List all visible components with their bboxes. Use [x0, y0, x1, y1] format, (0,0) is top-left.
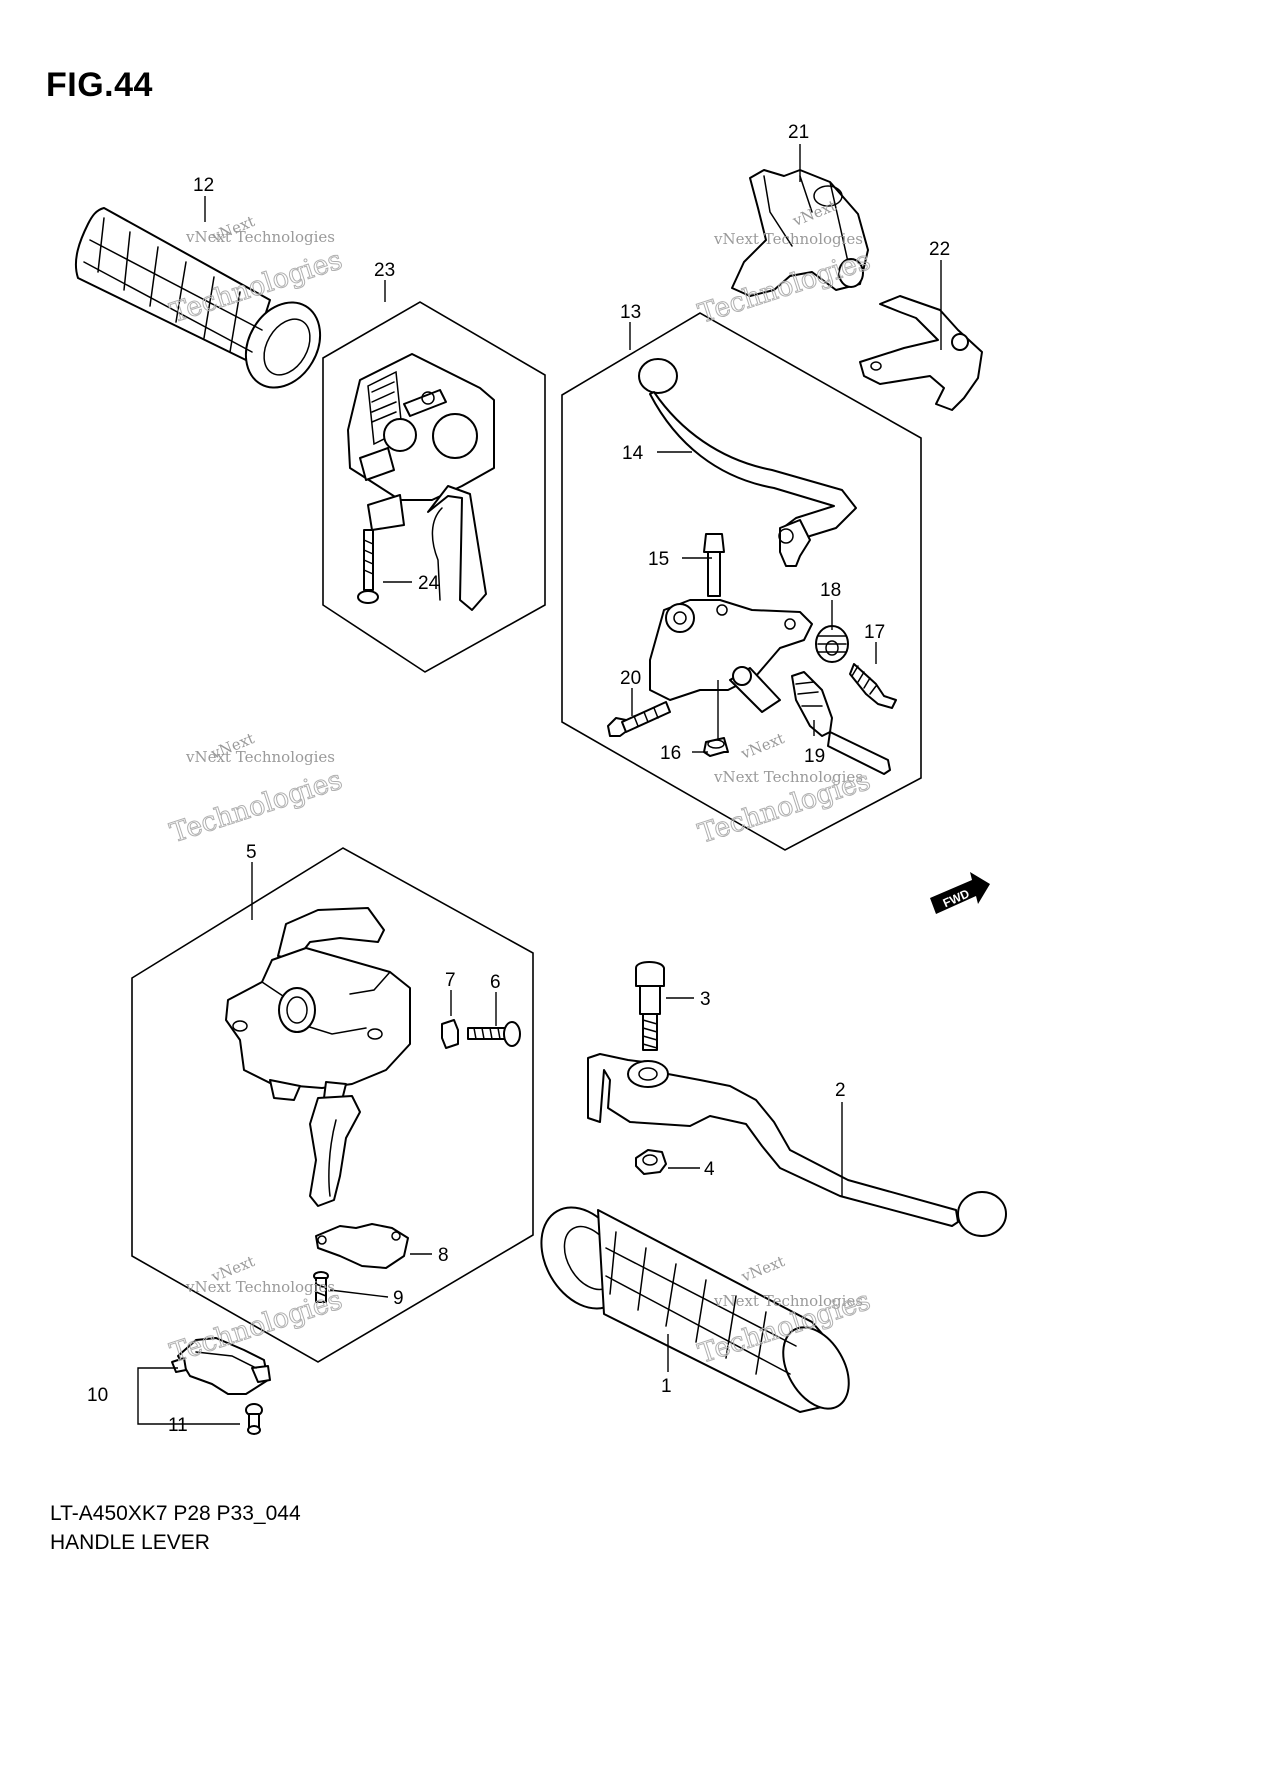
- callout-11: 11: [168, 1415, 188, 1436]
- callout-15: 15: [648, 549, 669, 570]
- figure-name: HANDLE LEVER: [50, 1531, 210, 1554]
- cable-switch-part-19: [791, 671, 891, 775]
- figure-title: FIG.44: [46, 66, 153, 104]
- lever-holder-part-13: [649, 599, 813, 713]
- watermark-small-text: vNext Technologies: [185, 1278, 335, 1296]
- nut-part-4: [635, 1149, 667, 1175]
- lever-cover-part-21: [731, 169, 869, 297]
- callout-9: 9: [393, 1288, 404, 1309]
- callout-13: 13: [620, 302, 641, 323]
- watermark-middle-left: vNext vNext Technologies Technologies: [166, 729, 347, 849]
- callout-7: 7: [445, 970, 456, 991]
- watermark-top-text: vNext: [738, 1252, 787, 1286]
- throttle-housing-part-5: [225, 907, 411, 1207]
- nut-part-7: [441, 1019, 459, 1049]
- callout-14: 14: [622, 443, 644, 464]
- grip-right-part-1: [540, 1206, 850, 1413]
- lever-part-14: [638, 358, 857, 567]
- group-13-frame: [561, 312, 922, 851]
- bracket-part-22: [859, 295, 983, 411]
- callout-5: 5: [246, 842, 257, 863]
- watermark-small-text: vNext Technologies: [713, 1292, 863, 1310]
- callout-3: 3: [700, 989, 711, 1010]
- pivot-bolt-part-15: [703, 533, 725, 597]
- callout-10: 10: [87, 1385, 108, 1406]
- watermark-small-text: vNext Technologies: [713, 768, 863, 786]
- watermark-small-text: vNext Technologies: [185, 748, 335, 766]
- screw-part-9: [313, 1271, 329, 1303]
- callout-8: 8: [438, 1245, 449, 1266]
- watermark-large-text: Technologies: [166, 764, 346, 849]
- cover-plate-part-8: [315, 1223, 409, 1269]
- callout-21: 21: [788, 122, 809, 143]
- group-5-frame: [131, 847, 534, 1363]
- watermark-small-text: vNext Technologies: [713, 230, 863, 248]
- fwd-marker-text: FWD: [941, 886, 972, 910]
- watermark-bottom-left: vNext vNext Technologies Technologies: [166, 1252, 347, 1370]
- lever-part-2: [587, 1053, 1007, 1237]
- watermark-small-text: vNext Technologies: [185, 228, 335, 246]
- watermark-top-text: vNext: [738, 729, 787, 763]
- grip-left-part-12: [74, 207, 322, 389]
- callout-22: 22: [929, 239, 950, 260]
- bolt-part-3: [635, 961, 665, 1051]
- switch-assembly-part-23: [347, 353, 495, 611]
- switch-part-10: [171, 1337, 271, 1395]
- adjuster-bolt-part-17: [849, 663, 897, 709]
- screw-part-11: [245, 1403, 263, 1435]
- screw-part-6: [467, 1021, 521, 1047]
- bolt-part-20: [607, 701, 671, 737]
- callout-1: 1: [661, 1376, 672, 1397]
- leader-lines: [137, 144, 942, 1425]
- callout-numbers: 1 2 3 4 5 6 7 8 9 10 11 12 13 14 15 16 1…: [87, 122, 950, 1436]
- forward-direction-marker: FWD: [930, 872, 990, 914]
- callout-2: 2: [835, 1080, 846, 1101]
- callout-12: 12: [193, 175, 214, 196]
- bolt-part-24: [357, 529, 379, 604]
- callout-23: 23: [374, 260, 395, 281]
- callout-24: 24: [418, 573, 440, 594]
- adjuster-nut-part-18: [815, 625, 849, 663]
- callout-6: 6: [490, 972, 501, 993]
- group-23-frame: [322, 301, 546, 673]
- callout-19: 19: [804, 746, 825, 767]
- nut-part-16: [703, 737, 729, 757]
- callout-17: 17: [864, 622, 885, 643]
- callout-20: 20: [620, 668, 641, 689]
- callout-4: 4: [704, 1159, 715, 1180]
- figure-model-code: LT-A450XK7 P28 P33_044: [50, 1502, 301, 1525]
- callout-18: 18: [820, 580, 841, 601]
- callout-16: 16: [660, 743, 681, 764]
